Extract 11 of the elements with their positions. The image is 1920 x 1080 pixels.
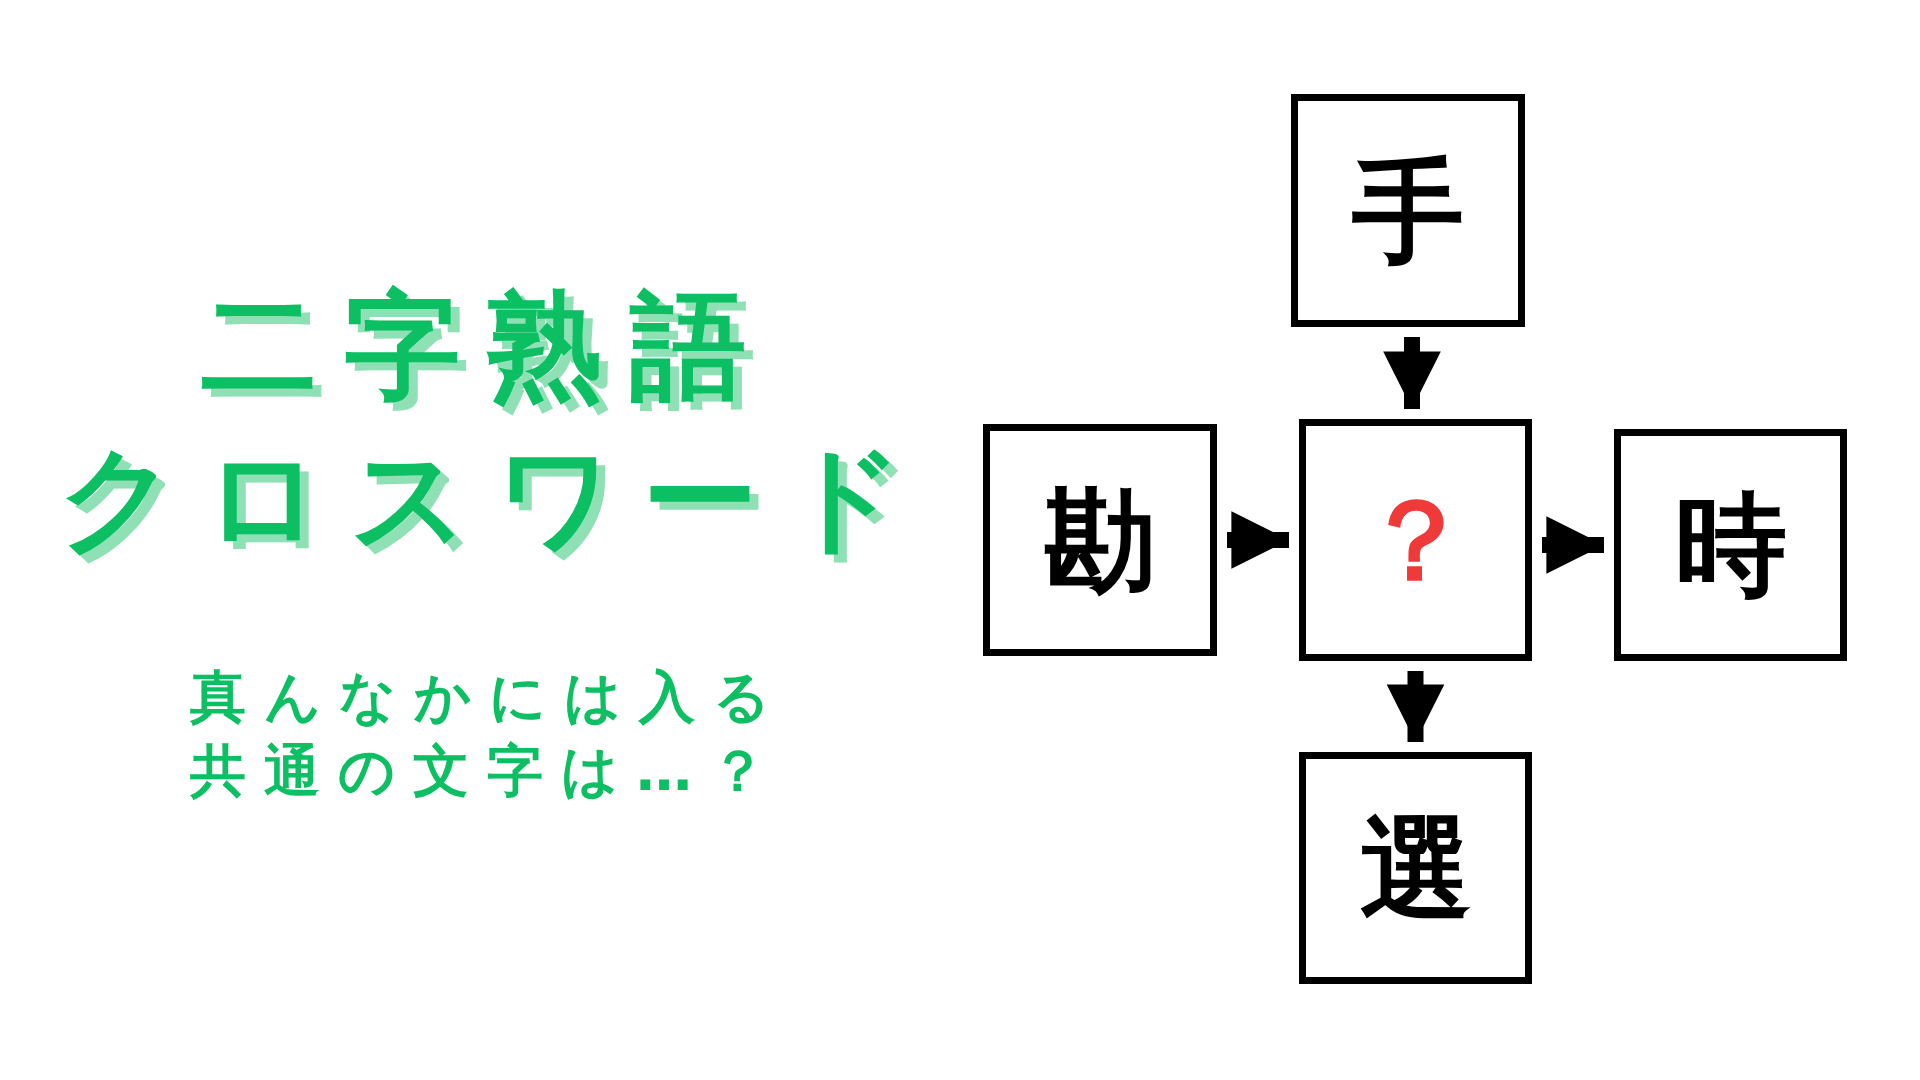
arrow [1542,516,1604,574]
kanji-box: 選 [1299,752,1532,984]
kanji-box: ？ [1299,419,1532,661]
kanji-box: 時 [1614,429,1847,661]
title: 二字熟語クロスワード [58,277,932,567]
question-text: 真んなかには入る共通の文字は…？ [190,663,789,805]
kanji-box: 勘 [983,424,1217,656]
arrow [1386,671,1445,742]
arrow [1227,511,1289,569]
arrow [1383,337,1441,409]
kanji-box: 手 [1291,94,1525,327]
